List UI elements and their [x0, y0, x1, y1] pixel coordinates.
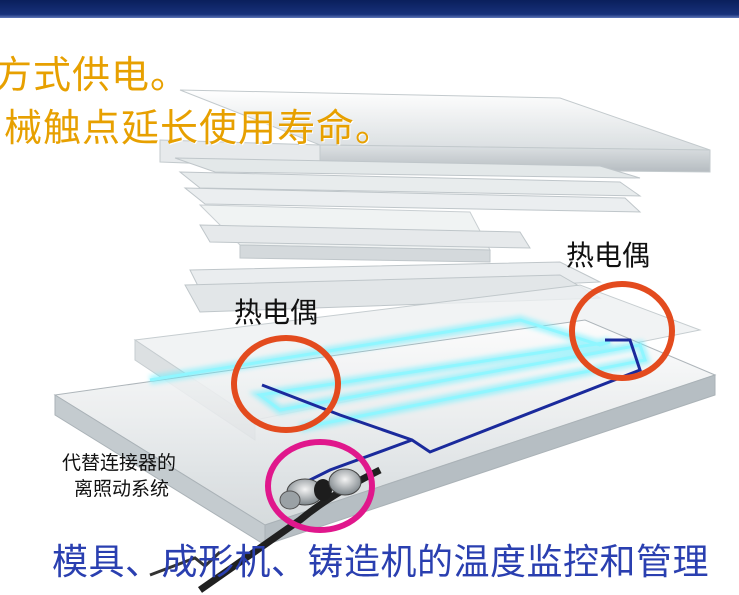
thermocouple-highlight-right — [569, 281, 675, 381]
top-plate-stack — [159, 89, 711, 313]
thermocouple-highlight-left — [231, 335, 341, 433]
connector-label-line-2: 离照动系统 — [74, 478, 170, 500]
thermocouple-label-right: 热电偶 — [566, 239, 651, 272]
caption-arrow-mark — [149, 550, 222, 577]
connector-label-line-1: 代替连接器的 — [62, 452, 177, 474]
headline-line-2: 械触点延长使用寿命。 — [4, 106, 395, 150]
base-plate — [53, 319, 717, 546]
header-bar — [0, 0, 739, 18]
bottom-caption: 模具、成形机、铸造机的温度监控和管理 — [52, 542, 710, 583]
headline-line-1: 方式供电。 — [0, 53, 190, 97]
connector-assembly — [197, 466, 382, 593]
heater-element — [149, 315, 651, 433]
connector-highlight — [265, 439, 375, 533]
thermocouple-label-left: 热电偶 — [234, 296, 319, 329]
